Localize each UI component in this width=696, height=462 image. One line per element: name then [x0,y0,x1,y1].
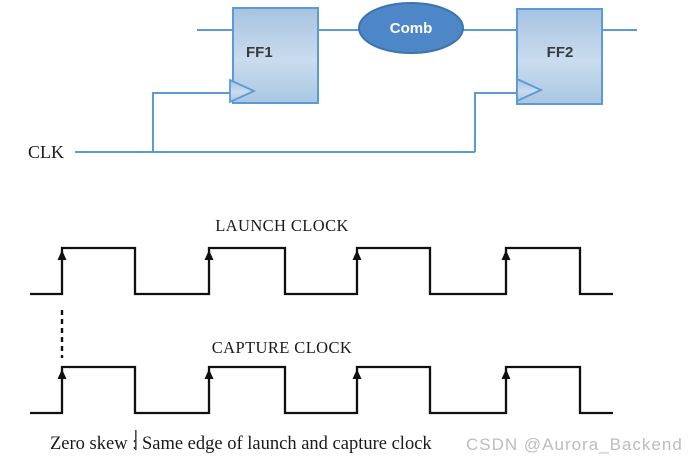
launch-clock-wave-path [30,246,613,296]
rising-edge-arrowhead-icon [57,369,67,379]
capture-clock-wave-path [30,365,613,415]
rising-edge-arrowhead-icon [352,369,362,379]
launch-clock-waveform: LAUNCH CLOCK [30,216,613,296]
launch-rising-edge-arrows [57,250,511,260]
ff2-label: FF2 [547,44,574,61]
circuit-blocks: FF1 FF2 Comb CLK [28,2,603,162]
watermark-text: CSDN @Aurora_Backend [466,435,683,454]
rising-edge-arrowhead-icon [57,250,67,260]
zero-skew-caption: Zero skew : Same edge of launch and capt… [50,434,432,454]
clk-label: CLK [28,142,64,162]
rising-edge-arrowhead-icon [501,250,511,260]
capture-clock-title: CAPTURE CLOCK [212,338,352,357]
ff1-clock-pin-triangle-icon [229,78,257,104]
ff2-clock-pin-triangle-icon [516,77,544,103]
wire-clk-branch-ff2 [474,92,517,152]
rising-edge-arrowhead-icon [204,250,214,260]
comb-label: Comb [390,20,433,37]
ff1-label: FF1 [246,44,273,61]
text-cursor-artifact [135,430,137,450]
ff2-block [516,8,603,105]
launch-clock-title: LAUNCH CLOCK [215,216,349,235]
rising-edge-arrowhead-icon [204,369,214,379]
comb-logic-ellipse [358,2,464,54]
capture-clock-waveform: CAPTURE CLOCK [30,338,613,415]
circuit-wires [75,29,637,153]
capture-rising-edge-arrows [57,369,511,379]
rising-edge-arrowhead-icon [501,369,511,379]
wire-clk-branch-ff1 [152,92,230,152]
rising-edge-arrowhead-icon [352,250,362,260]
